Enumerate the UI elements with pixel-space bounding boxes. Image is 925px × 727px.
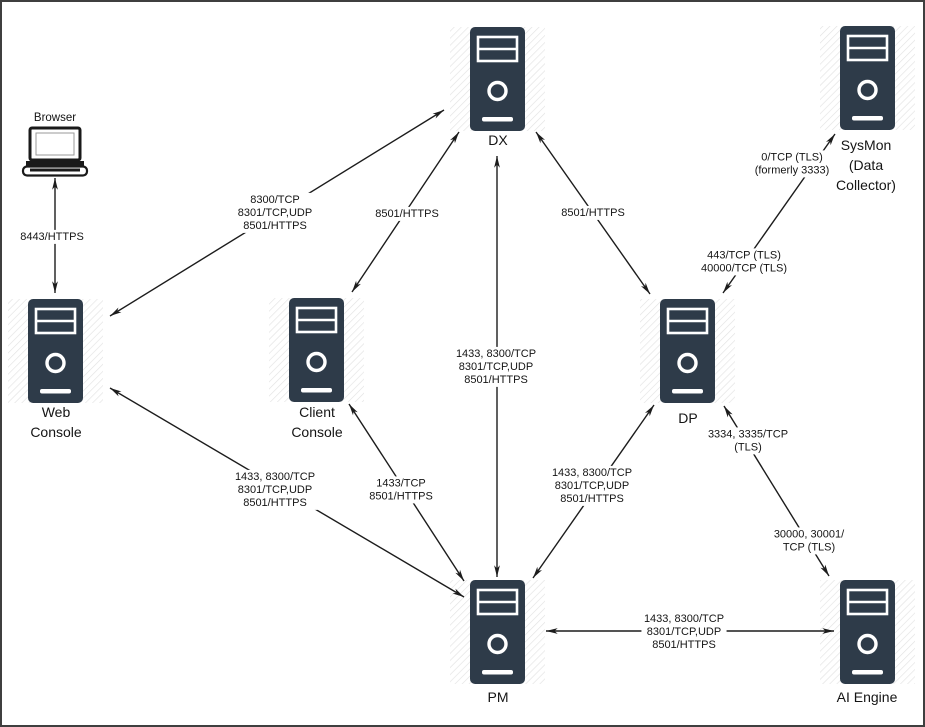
laptop-icon: [21, 126, 89, 177]
edge-label-dp-sysmon: 443/TCP (TLS)40000/TCP (TLS): [698, 248, 790, 276]
arrowhead: [494, 156, 500, 168]
node-label-pm: PM: [488, 689, 509, 705]
node-client-console: [269, 298, 364, 402]
arrowhead: [110, 388, 122, 397]
server-icon: [660, 299, 715, 403]
arrowhead: [450, 132, 459, 144]
node-pm: [450, 580, 545, 684]
node-sysmon: [820, 26, 915, 130]
edge-label-dp-dx: 8501/HTTPS: [558, 205, 628, 220]
node-web-console: [8, 299, 103, 403]
port-label: 30000, 30001/TCP (TLS): [774, 528, 845, 553]
arrowhead: [546, 628, 558, 634]
node-browser: [21, 126, 89, 177]
node-ai-engine: [820, 580, 915, 684]
server-icon: [840, 26, 895, 130]
edge-label-browser-web-console: 8443/HTTPS: [17, 229, 87, 244]
node-dp: [640, 299, 735, 403]
arrowhead: [536, 132, 545, 144]
server-icon: [470, 27, 525, 131]
port-label: 8501/HTTPS: [375, 208, 439, 220]
server-icon: [470, 580, 525, 684]
arrowhead: [641, 282, 650, 294]
arrowhead: [452, 588, 464, 597]
edge-label-dp-ai-engine: 30000, 30001/TCP (TLS): [771, 527, 848, 555]
port-label: 443/TCP (TLS)40000/TCP (TLS): [701, 249, 787, 274]
node-label-browser: Browser: [34, 112, 76, 124]
edge-label-dp-ai-engine: 3334, 3335/TCP(TLS): [705, 427, 791, 455]
server-icon: [289, 298, 344, 402]
arrowhead: [820, 564, 829, 576]
arrowhead: [826, 134, 835, 146]
node-dx: [450, 27, 545, 131]
arrowhead: [352, 280, 361, 292]
arrowhead: [822, 628, 834, 634]
port-label: 8443/HTTPS: [20, 231, 84, 243]
arrowhead: [723, 281, 732, 293]
arrowhead: [645, 405, 654, 417]
server-icon: [28, 299, 83, 403]
node-label-dp: DP: [678, 410, 697, 426]
server-icon: [840, 580, 895, 684]
port-label: 3334, 3335/TCP(TLS): [708, 428, 788, 453]
arrowhead: [52, 178, 58, 190]
arrowhead: [533, 566, 542, 578]
edge-label-client-console-dx: 8501/HTTPS: [372, 206, 442, 221]
arrowhead: [432, 110, 444, 119]
edge-label-dp-sysmon: 0/TCP (TLS)(formerly 3333): [752, 150, 832, 178]
node-label-ai-engine: AI Engine: [837, 689, 898, 705]
port-label: 0/TCP (TLS)(formerly 3333): [755, 151, 830, 176]
arrowhead: [455, 569, 464, 581]
port-label: 8501/HTTPS: [561, 207, 625, 219]
arrowhead: [349, 404, 358, 416]
arrowhead: [52, 281, 58, 293]
node-label-dx: DX: [488, 132, 508, 148]
arrowhead: [494, 565, 500, 577]
arrowhead: [110, 307, 122, 316]
arrowhead: [724, 406, 733, 418]
